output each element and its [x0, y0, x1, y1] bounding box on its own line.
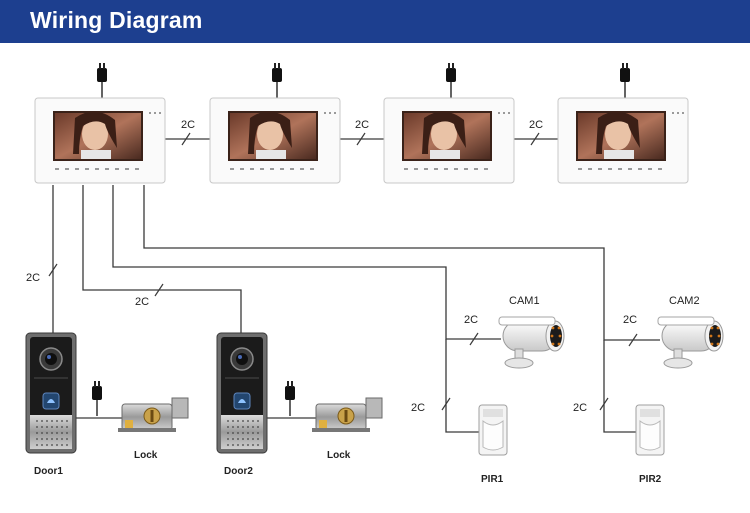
wire-door2	[82, 185, 242, 333]
wire-cam1	[112, 185, 501, 340]
monitor-icon	[209, 97, 341, 184]
wire-label: 2C	[26, 272, 40, 284]
wire-label: 2C	[529, 119, 543, 131]
power-adapter-icon	[91, 380, 103, 417]
wire-ticks	[48, 132, 638, 411]
wire-pir2	[603, 340, 637, 433]
header-bar: Wiring Diagram	[0, 0, 750, 43]
cam2-label: CAM2	[669, 295, 700, 307]
monitor-icon	[34, 97, 166, 184]
wire-cam2	[143, 185, 660, 341]
electric-lock-icon	[311, 397, 383, 433]
monitors	[34, 97, 689, 184]
lock2-label: Lock	[327, 450, 351, 461]
power-adapter-icon	[96, 62, 108, 99]
pir-sensor-icon	[635, 404, 665, 456]
wire-label: 2C	[355, 119, 369, 131]
pir-sensor-icon	[478, 404, 508, 456]
door2-label: Door2	[224, 466, 253, 477]
wire-label: 2C	[411, 402, 425, 414]
pir1-label: PIR1	[481, 474, 504, 485]
lock1-label: Lock	[134, 450, 158, 461]
power-adapter-icon	[445, 62, 457, 99]
wire-label: 2C	[181, 119, 195, 131]
page-title: Wiring Diagram	[30, 7, 203, 33]
monitor-icon	[383, 97, 515, 184]
bullet-camera-icon	[498, 316, 565, 369]
cam1-label: CAM1	[509, 295, 540, 307]
wire-label: 2C	[135, 296, 149, 308]
wire-label: 2C	[623, 314, 637, 326]
pir2-label: PIR2	[639, 474, 662, 485]
power-adapter-icon	[284, 380, 296, 417]
bullet-camera-icon	[657, 316, 724, 369]
wire-pir1	[445, 339, 481, 433]
electric-lock-icon	[117, 397, 189, 433]
power-adapter-icon	[619, 62, 631, 99]
monitor-icon	[557, 97, 689, 184]
door-station-icon	[25, 332, 77, 454]
wire-label: 2C	[573, 402, 587, 414]
wire-labels: 2C 2C 2C 2C 2C 2C 2C 2C 2C	[26, 119, 637, 414]
power-adapters	[91, 62, 631, 417]
wires	[52, 138, 660, 433]
wire-label: 2C	[464, 314, 478, 326]
power-adapter-icon	[271, 62, 283, 99]
door1-label: Door1	[34, 466, 63, 477]
door-station-icon	[216, 332, 268, 454]
